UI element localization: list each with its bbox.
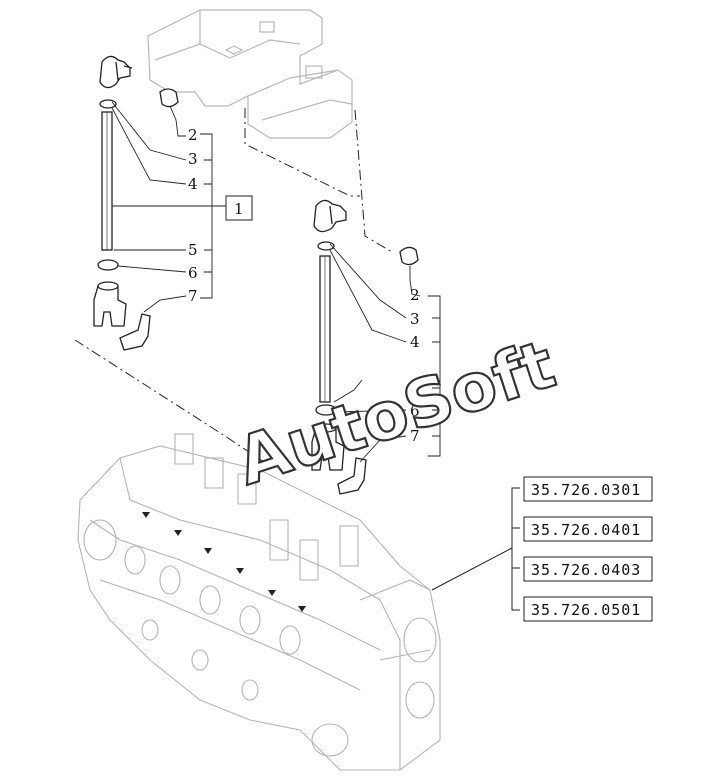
left-leader-lines [111,101,226,313]
ref-code-4: 35.726.0501 [531,601,641,619]
left-callout-7: 7 [188,287,198,305]
left-callout-3: 3 [188,150,198,168]
frame-label: 1 [234,200,244,218]
left-nut [159,88,179,108]
right-callout-4: 4 [410,333,420,351]
right-clevis [311,427,345,471]
right-nut [399,246,419,266]
ref-code-box-4 [523,596,653,622]
right-callout-2: 2 [410,286,420,304]
valve-arrows [142,512,306,612]
right-leader-lines [329,243,441,463]
right-callout-7: 7 [410,427,420,445]
right-washer-bottom [315,404,337,416]
right-callout-6: 6 [410,402,420,420]
frame-label-box [225,195,253,221]
ref-code-box-3 [523,556,653,582]
left-callout-5: 5 [188,241,198,259]
ref-code-3: 35.726.0403 [531,561,641,579]
right-parts [311,199,419,495]
mounting-bracket [147,9,353,139]
right-elbow-fitting [313,199,347,233]
left-callout-4: 4 [188,175,198,193]
left-pin [119,313,151,351]
routing-lines [74,108,393,467]
left-elbow-fitting [99,55,131,89]
left-parts [93,55,179,351]
ref-code-box-1 [523,476,653,502]
left-clevis [93,285,127,327]
left-callout-6: 6 [188,264,198,282]
ref-code-2: 35.726.0401 [531,521,641,539]
right-callout-5: 5 [410,379,420,397]
left-washer-bottom [97,259,119,271]
control-valve-block [77,433,441,771]
watermark: AutoSoft [228,326,564,501]
reference-code-bracket [431,487,520,611]
left-callout-2: 2 [188,126,198,144]
reference-code-boxes [523,476,653,622]
ref-code-1: 35.726.0301 [531,481,641,499]
right-callout-3: 3 [410,310,420,328]
right-pin [337,457,367,495]
ref-code-box-2 [523,516,653,542]
